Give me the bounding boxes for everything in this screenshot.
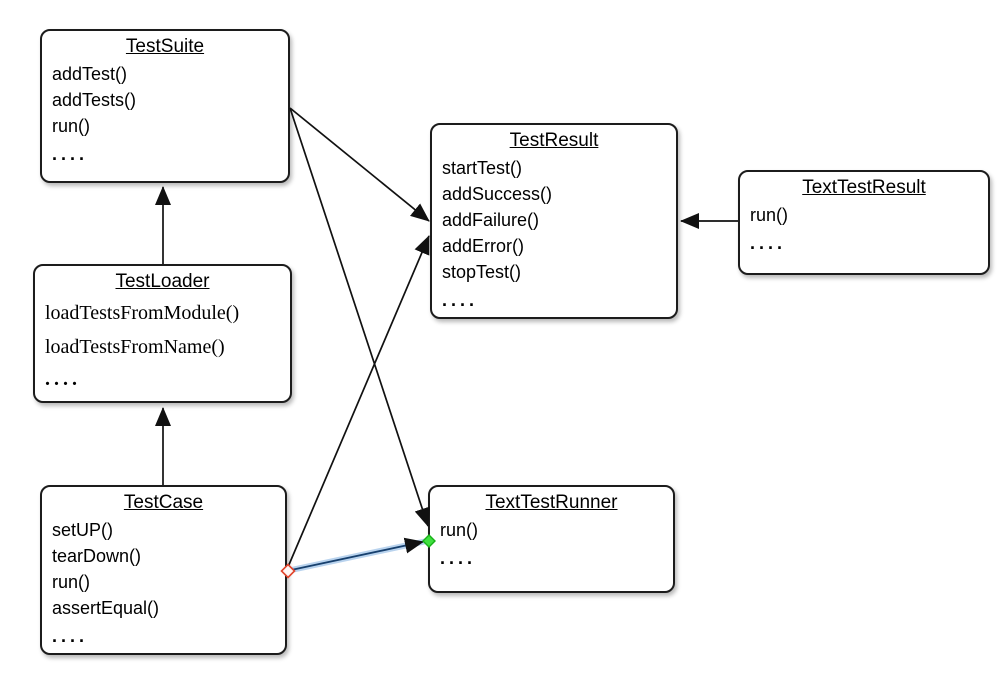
- method-label: addError(): [442, 236, 525, 256]
- class-box-text-test-runner[interactable]: TextTestRunner run() ....: [428, 485, 675, 593]
- class-box-test-suite[interactable]: TestSuite addTest() addTests() run() ...…: [40, 29, 290, 183]
- class-title: TestResult: [509, 130, 599, 151]
- method-label: addTests(): [52, 90, 137, 110]
- class-box-test-loader[interactable]: TestLoader loadTestsFromModule() loadTes…: [33, 264, 292, 403]
- ellipsis-label: ....: [52, 144, 89, 164]
- class-box-test-case[interactable]: TestCase setUP() tearDown() run() assert…: [40, 485, 287, 655]
- class-box-test-result[interactable]: TestResult startTest() addSuccess() addF…: [430, 123, 678, 319]
- method-label: addFailure(): [442, 210, 540, 230]
- ellipsis-label: ....: [440, 548, 477, 568]
- method-label: stopTest(): [442, 262, 522, 282]
- method-label: run(): [750, 205, 789, 225]
- class-title: TestSuite: [125, 36, 205, 57]
- ellipsis-label: ....: [45, 368, 81, 390]
- class-box-text-test-result[interactable]: TextTestResult run() ....: [738, 170, 990, 275]
- ellipsis-label: ....: [442, 290, 479, 310]
- method-label: loadTestsFromName(): [45, 336, 225, 358]
- class-title: TestCase: [123, 492, 204, 513]
- method-label: setUP(): [52, 520, 114, 540]
- edge-testsuite-to-texttestrunner[interactable]: [289, 107, 430, 527]
- method-label: addTest(): [52, 64, 128, 84]
- class-title: TestLoader: [115, 271, 210, 292]
- edge-testcase-to-testresult[interactable]: [287, 235, 430, 568]
- method-label: startTest(): [442, 158, 523, 178]
- method-label: loadTestsFromModule(): [45, 302, 240, 324]
- method-label: run(): [52, 116, 91, 136]
- edge-testsuite-to-testresult[interactable]: [289, 107, 430, 222]
- edge-selection-halo: [286, 538, 430, 574]
- class-title: TextTestRunner: [485, 492, 618, 513]
- method-label: run(): [440, 520, 479, 540]
- edge-testcase-to-texttestrunner-selected[interactable]: [289, 537, 424, 572]
- method-label: assertEqual(): [52, 598, 160, 618]
- method-label: addSuccess(): [442, 184, 553, 204]
- class-title: TextTestResult: [802, 177, 926, 198]
- method-label: tearDown(): [52, 546, 142, 566]
- ellipsis-label: ....: [750, 233, 787, 253]
- method-label: run(): [52, 572, 91, 592]
- ellipsis-label: ....: [52, 626, 89, 646]
